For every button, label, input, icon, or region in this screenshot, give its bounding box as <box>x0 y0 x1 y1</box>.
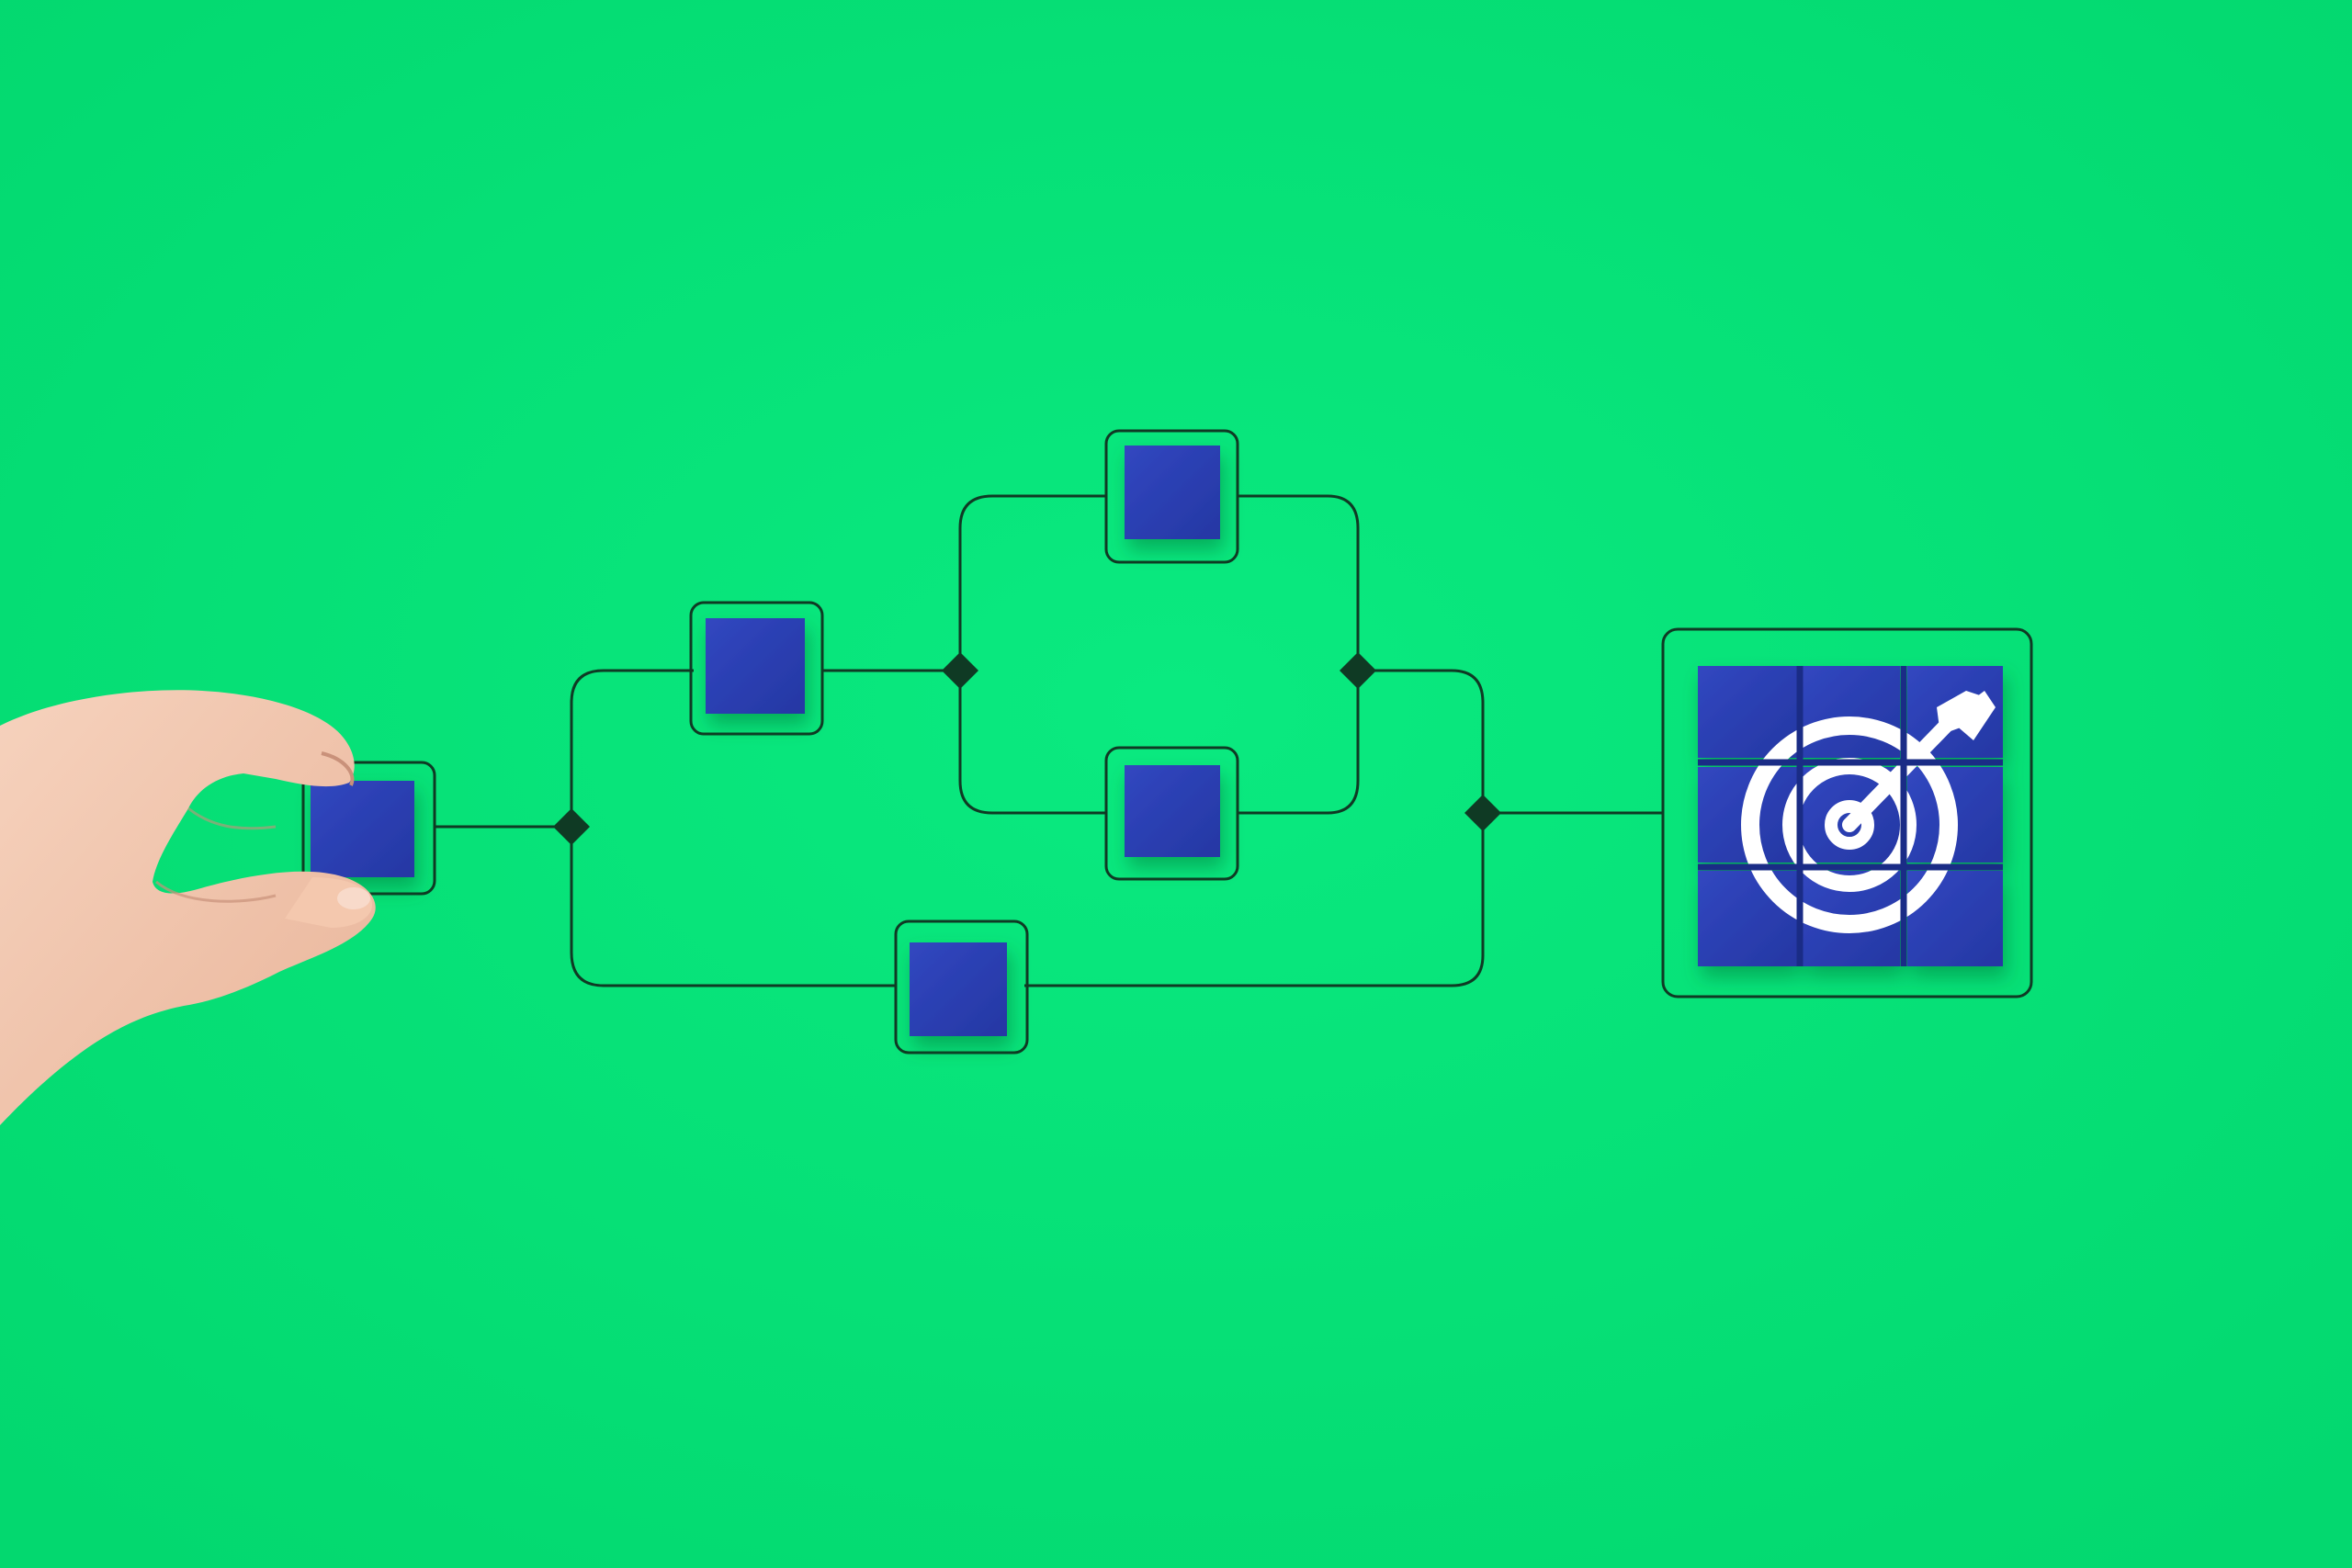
decision-diamonds <box>553 652 1501 845</box>
decision-node-3 <box>1340 652 1376 689</box>
block-upper-left <box>689 601 824 736</box>
goal-block <box>1661 627 2033 998</box>
decision-node-4 <box>1464 795 1501 831</box>
decision-node-1 <box>553 808 590 845</box>
decision-node-2 <box>942 652 978 689</box>
block-bottom <box>894 919 1029 1055</box>
connector-lines <box>434 494 1663 987</box>
arrow-icon <box>1842 691 1996 832</box>
grid-gaps <box>1698 666 2003 966</box>
block-middle <box>1104 746 1239 881</box>
block-top <box>1104 429 1239 564</box>
target-icon <box>1741 716 1958 933</box>
hand-icon <box>0 690 376 1125</box>
